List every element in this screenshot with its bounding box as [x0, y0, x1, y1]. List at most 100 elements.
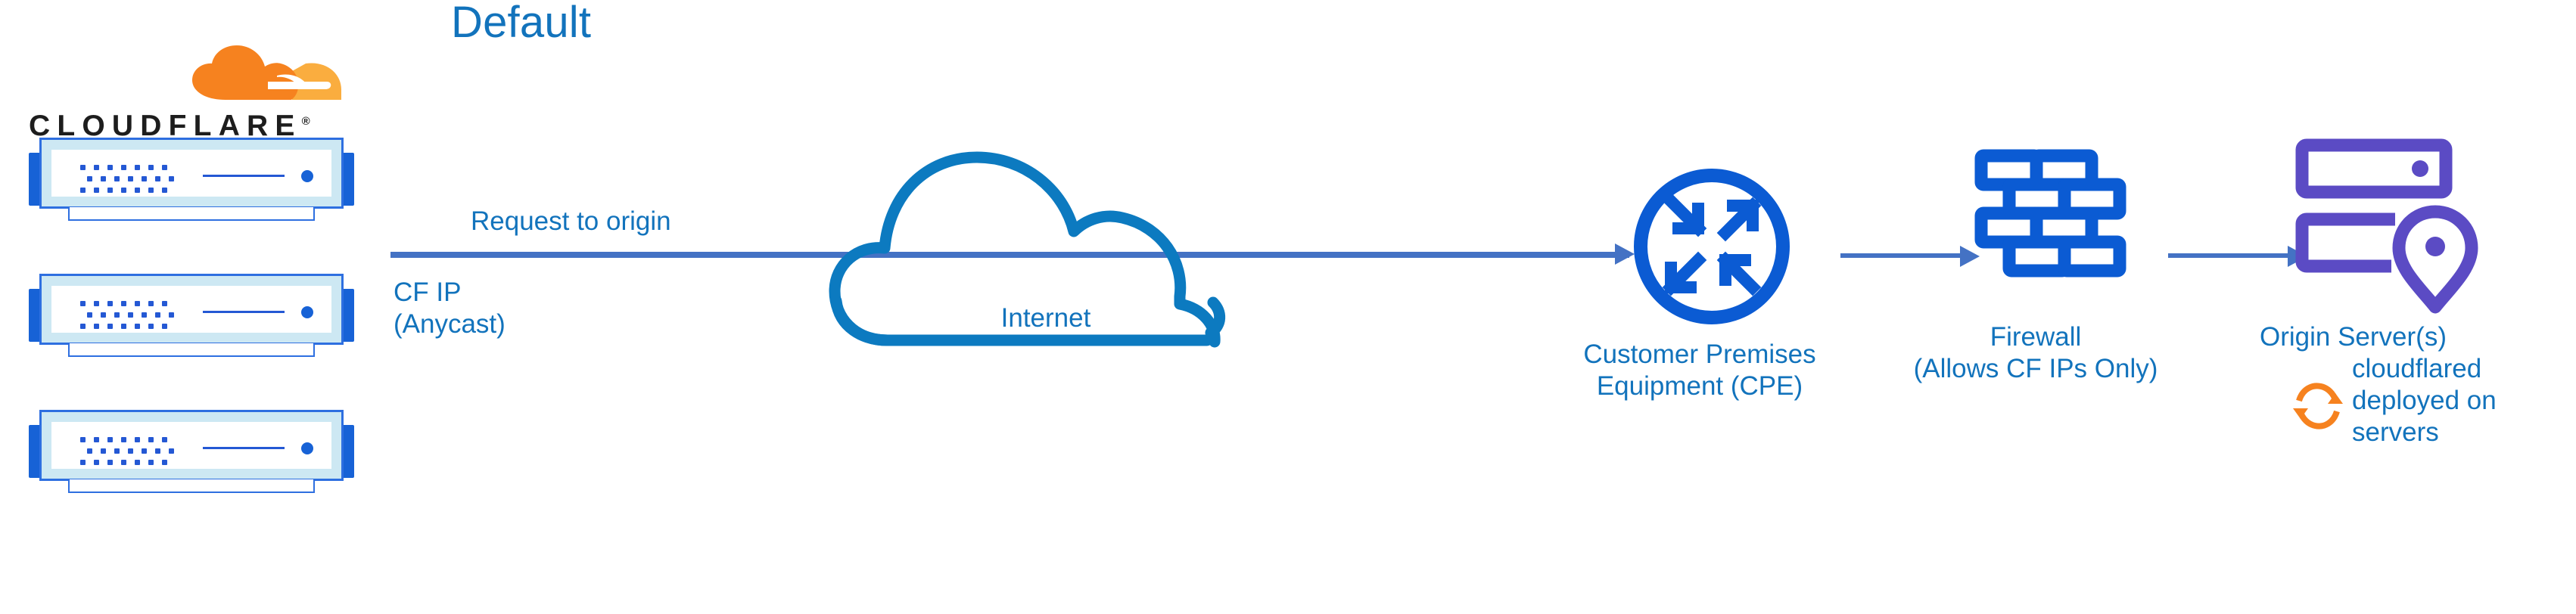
rack-slot-line	[203, 447, 285, 449]
rack-vent-dot	[135, 324, 140, 329]
rack-vent-dot	[114, 312, 120, 318]
cloudflared-annotation-label: cloudflared deployed on servers	[2352, 353, 2526, 448]
cpe-to-firewall-line	[1840, 253, 1968, 258]
rack-vent-dot	[142, 176, 147, 181]
rack-vent-dot	[107, 437, 113, 442]
rack-vent-dot	[162, 301, 167, 306]
firewall-to-origin-line	[2168, 253, 2295, 258]
rack-vent-dot	[162, 437, 167, 442]
rack-vent-dot	[114, 448, 120, 454]
rack-vent-dot	[135, 301, 140, 306]
rack-vent-dot	[169, 312, 174, 318]
rack-vent-dot	[101, 176, 106, 181]
rack-vent-dot	[135, 165, 140, 170]
firewall-label: Firewall (Allows CF IPs Only)	[1884, 321, 2187, 385]
firewall-label-line-2: (Allows CF IPs Only)	[1913, 354, 2158, 383]
rack-base-shadow	[68, 479, 315, 493]
rack-vent-dot	[101, 312, 106, 318]
rack-vent-dot	[169, 448, 174, 454]
rack-vent-dot	[80, 188, 86, 193]
cpe-to-firewall-arrowhead	[1960, 246, 1980, 267]
cloudflared-line-1: cloudflared	[2352, 354, 2482, 383]
cloudflared-line-2: deployed on	[2352, 386, 2497, 415]
request-to-origin-label: Request to origin	[471, 206, 671, 236]
request-flow-line	[390, 252, 1629, 258]
rack-vent-dot	[135, 437, 140, 442]
rack-vent-dot	[162, 165, 167, 170]
cloudflared-line-3: servers	[2352, 417, 2439, 447]
rack-vent-dot	[142, 312, 147, 318]
page-title: Default	[451, 0, 592, 47]
rack-vent-dot	[169, 176, 174, 181]
cf-ip-anycast-label: CF IP (Anycast)	[394, 277, 506, 340]
rack-base-shadow	[68, 343, 315, 357]
rack-vent-dot	[128, 176, 133, 181]
rack-led-indicator	[301, 442, 313, 454]
rack-face	[51, 422, 331, 469]
rack-vents-icon	[80, 165, 174, 194]
rack-body	[39, 274, 344, 345]
rack-vent-dot	[94, 301, 99, 306]
rack-led-indicator	[301, 306, 313, 318]
rack-vent-dot	[121, 188, 126, 193]
rack-vent-dot	[148, 301, 154, 306]
rack-vent-dot	[114, 176, 120, 181]
internet-label: Internet	[1000, 303, 1091, 333]
cpe-label-line-2: Equipment (CPE)	[1596, 371, 1803, 401]
server-rack-icon	[29, 138, 354, 222]
rack-slot-line	[203, 311, 285, 313]
rack-vent-dot	[135, 188, 140, 193]
rack-vent-dot	[80, 324, 86, 329]
rack-vent-dot	[148, 188, 154, 193]
rack-vent-dot	[107, 301, 113, 306]
rack-vent-dot	[148, 437, 154, 442]
rack-vent-dot	[155, 176, 160, 181]
rack-vent-dot	[148, 460, 154, 465]
rack-vent-dot	[148, 324, 154, 329]
request-flow-arrowhead	[1615, 243, 1635, 265]
refresh-cycle-icon	[2290, 378, 2346, 434]
rack-slot-line	[203, 175, 285, 177]
internet-cloud-icon	[829, 106, 1283, 348]
rack-vent-dot	[94, 437, 99, 442]
rack-vent-dot	[155, 312, 160, 318]
cloudflare-cloud-logo-icon	[179, 45, 345, 104]
rack-vent-dot	[80, 460, 86, 465]
rack-led-indicator	[301, 170, 313, 182]
rack-vent-dot	[80, 437, 86, 442]
rack-vent-dot	[162, 324, 167, 329]
rack-base-shadow	[68, 207, 315, 221]
router-four-arrows-icon	[1629, 163, 1795, 330]
rack-vent-dot	[107, 188, 113, 193]
cloudflare-wordmark: CLOUDFLARE®	[29, 104, 347, 142]
brick-wall-icon	[1974, 148, 2130, 299]
rack-body	[39, 410, 344, 481]
rack-vent-dot	[101, 448, 106, 454]
rack-vent-dot	[80, 165, 86, 170]
rack-vent-dot	[162, 188, 167, 193]
rack-vent-dot	[135, 460, 140, 465]
rack-vent-dot	[121, 165, 126, 170]
registered-mark: ®	[301, 115, 310, 128]
rack-vent-dot	[128, 448, 133, 454]
rack-vent-dot	[107, 165, 113, 170]
rack-vent-dot	[80, 301, 86, 306]
rack-vent-dot	[94, 188, 99, 193]
cloudflare-wordmark-text: CLOUDFLARE	[29, 110, 302, 142]
rack-vent-dot	[94, 324, 99, 329]
server-with-location-pin-icon	[2294, 138, 2491, 314]
rack-vent-dot	[87, 312, 92, 318]
rack-vent-dot	[107, 324, 113, 329]
rack-body	[39, 138, 344, 209]
rack-face	[51, 286, 331, 333]
rack-vent-dot	[94, 460, 99, 465]
rack-vent-dot	[162, 460, 167, 465]
cpe-label: Customer Premises Equipment (CPE)	[1541, 339, 1859, 402]
cf-ip-line-2: (Anycast)	[394, 309, 506, 339]
cf-ip-line-1: CF IP	[394, 278, 462, 307]
rack-vent-dot	[87, 448, 92, 454]
rack-vent-dot	[142, 448, 147, 454]
rack-vent-dot	[121, 324, 126, 329]
cpe-label-line-1: Customer Premises	[1583, 340, 1816, 369]
server-rack-icon	[29, 274, 354, 358]
